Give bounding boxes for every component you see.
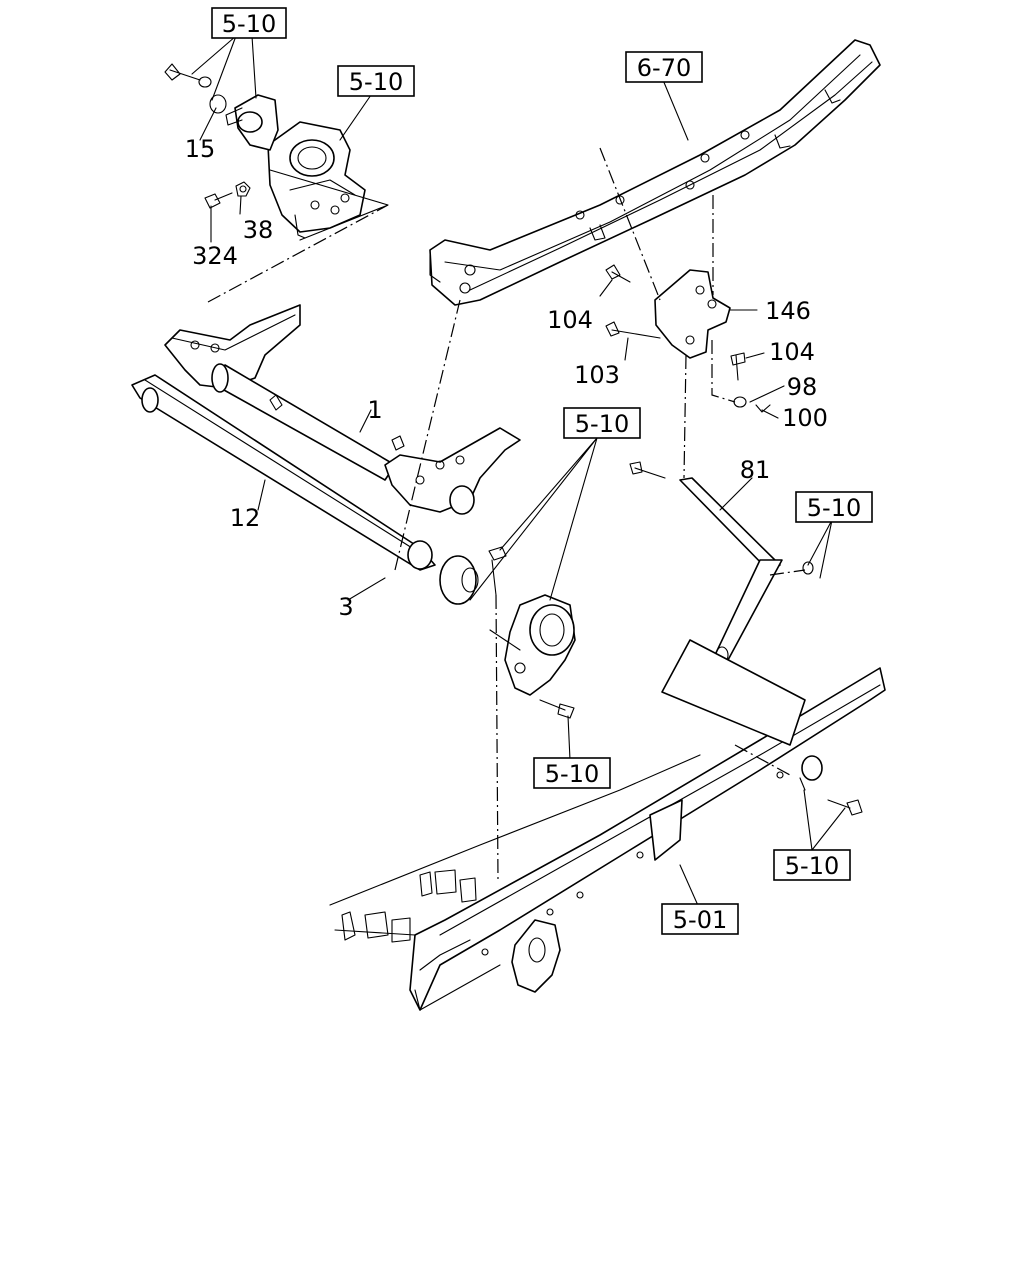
lower-frame-rail — [329, 667, 886, 1011]
callout-ref-center: 5-10 — [563, 407, 641, 439]
svg-text:6-70: 6-70 — [637, 54, 691, 82]
leader-lines-top-left — [191, 35, 372, 243]
svg-text:5-10: 5-10 — [807, 494, 861, 522]
part-label-104-lower: 104 — [769, 338, 815, 366]
crossmember-assembly — [164, 304, 521, 515]
centerlines — [207, 147, 806, 881]
leader-lines — [257, 79, 846, 911]
callout-ref-mount-left: 5-10 — [337, 65, 415, 97]
svg-text:5-10: 5-10 — [349, 68, 403, 96]
shield-plate — [661, 639, 806, 746]
part-label-103: 103 — [574, 361, 620, 389]
part-label-104-upper: 104 — [547, 306, 593, 334]
part-label-81: 81 — [740, 456, 771, 484]
callout-ref-frame-upper: 6-70 — [625, 51, 703, 83]
part-label-1: 1 — [367, 396, 382, 424]
callout-ref-frame-lower: 5-01 — [661, 903, 739, 935]
svg-text:5-10: 5-10 — [575, 410, 629, 438]
link-rod — [629, 461, 814, 664]
svg-text:5-10: 5-10 — [545, 760, 599, 788]
part-label-15: 15 — [185, 135, 216, 163]
part-label-100: 100 — [782, 404, 828, 432]
callout-ref-bottom-right: 5-10 — [773, 849, 851, 881]
part-label-3: 3 — [338, 593, 353, 621]
part-label-38: 38 — [243, 216, 274, 244]
callout-ref-right: 5-10 — [795, 491, 873, 523]
upper-frame-rail — [429, 39, 881, 306]
svg-text:5-10: 5-10 — [222, 10, 276, 38]
part-label-146: 146 — [765, 297, 811, 325]
svg-text:5-10: 5-10 — [785, 852, 839, 880]
engine-mount-lower — [488, 546, 576, 719]
callout-ref-top-left: 5-10 — [211, 7, 287, 39]
svg-text:5-01: 5-01 — [673, 906, 727, 934]
bracket-146 — [605, 264, 771, 413]
part-label-324: 324 — [192, 242, 238, 270]
callout-ref-bottom-center: 5-10 — [533, 757, 611, 789]
part-label-12: 12 — [230, 504, 261, 532]
stabilizer-bar — [131, 374, 479, 605]
part-label-98: 98 — [787, 373, 818, 401]
